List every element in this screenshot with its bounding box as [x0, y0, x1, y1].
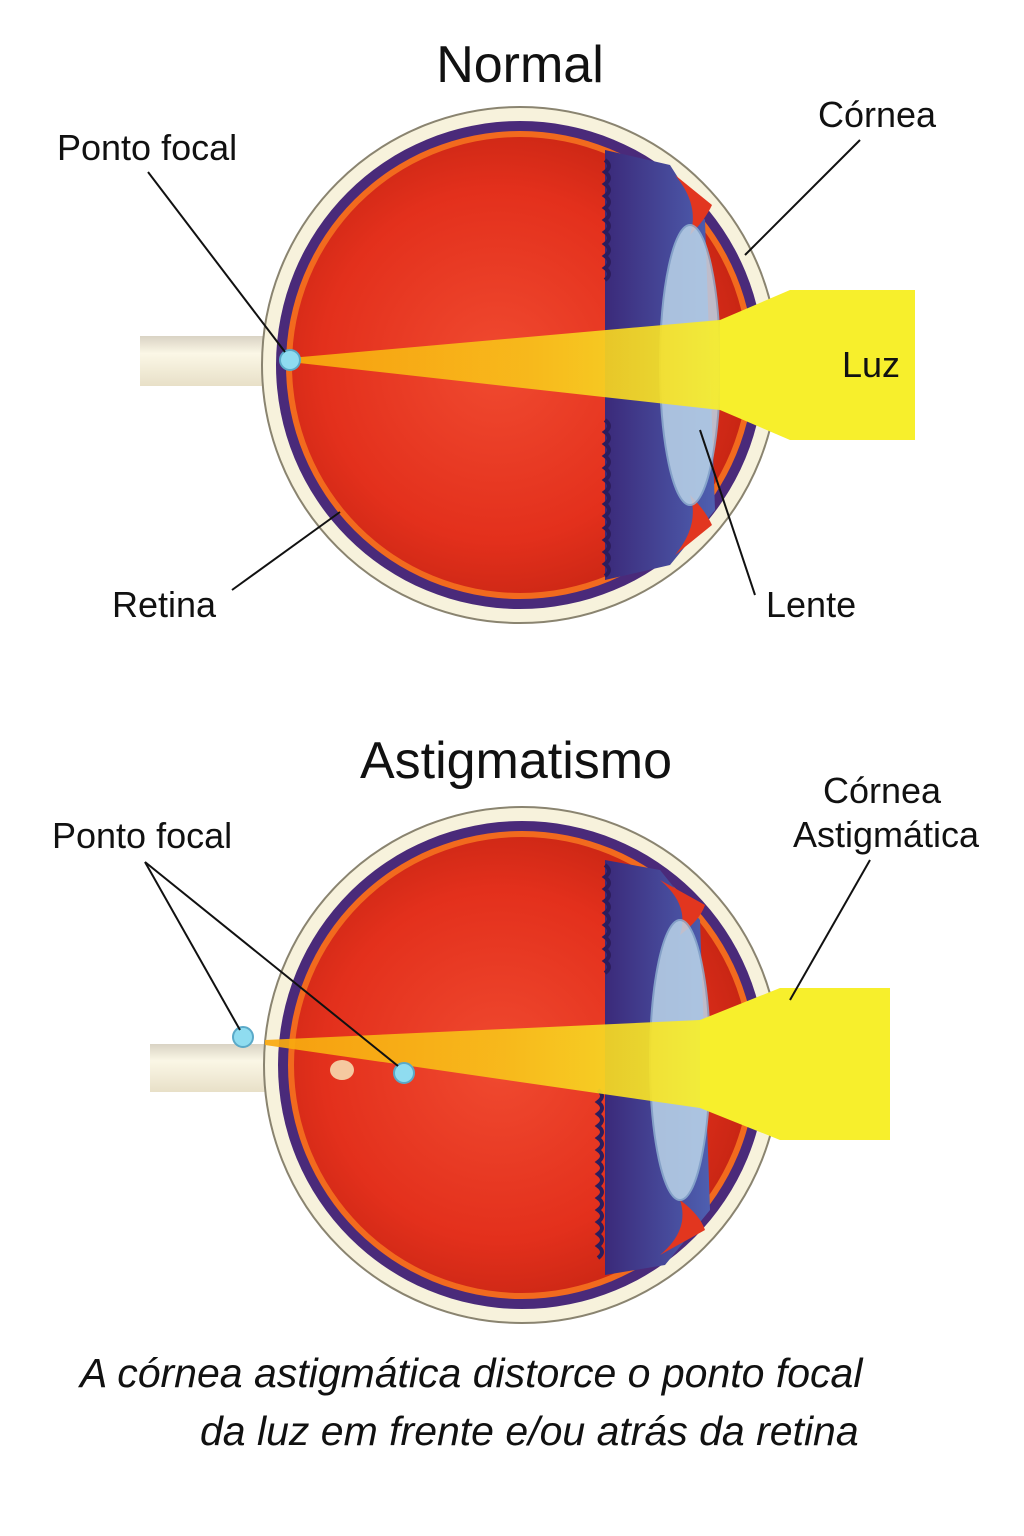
optic-nerve: [140, 336, 275, 386]
light-beam-inside: [290, 320, 720, 410]
focal-point-dot: [279, 349, 301, 371]
label-lens: Lente: [766, 584, 856, 625]
label-focal-point: Ponto focal: [57, 127, 237, 168]
label-focal-point: Ponto focal: [52, 815, 232, 856]
leader-cornea: [744, 139, 861, 256]
astigmatism-eye: Astigmatismo Ponto focal Córnea Astigmát…: [52, 732, 980, 1324]
leader-focal-point: [147, 171, 286, 353]
leader-retina: [231, 511, 341, 591]
leader-focal-point-2: [144, 861, 399, 1067]
leader-focal-point-1: [144, 861, 241, 1031]
ciliary-scallops: [601, 158, 611, 578]
iris-top: [675, 175, 712, 235]
caption-line-2: da luz em frente e/ou atrás da retina: [200, 1408, 859, 1454]
ciliary-scallops: [594, 863, 611, 1260]
focal-point-dot-behind: [393, 1062, 415, 1084]
focal-point-dot-front: [232, 1026, 254, 1048]
light-beam-inside: [265, 1020, 700, 1108]
label-astigmatic-cornea-line2: Astigmática: [793, 814, 980, 855]
light-beam-outside: [700, 988, 890, 1140]
optic-nerve: [150, 1044, 275, 1092]
normal-title: Normal: [436, 36, 604, 94]
iris-bottom: [675, 495, 712, 555]
leader-lens: [699, 429, 756, 596]
caption-line-1: A córnea astigmática distorce o ponto fo…: [80, 1350, 863, 1396]
light-beam-outside: [720, 290, 915, 440]
iris-bottom: [660, 1200, 705, 1255]
label-retina: Retina: [112, 584, 217, 625]
leader-astigmatic-cornea: [789, 859, 871, 1001]
optic-disc: [330, 1060, 354, 1080]
astigmatism-title: Astigmatismo: [360, 732, 672, 790]
label-astigmatic-cornea-line1: Córnea: [823, 770, 942, 811]
iris-top: [660, 880, 705, 935]
label-cornea: Córnea: [818, 94, 937, 135]
label-light: Luz: [842, 344, 900, 385]
normal-eye: Normal Ponto focal Córne: [57, 36, 937, 625]
